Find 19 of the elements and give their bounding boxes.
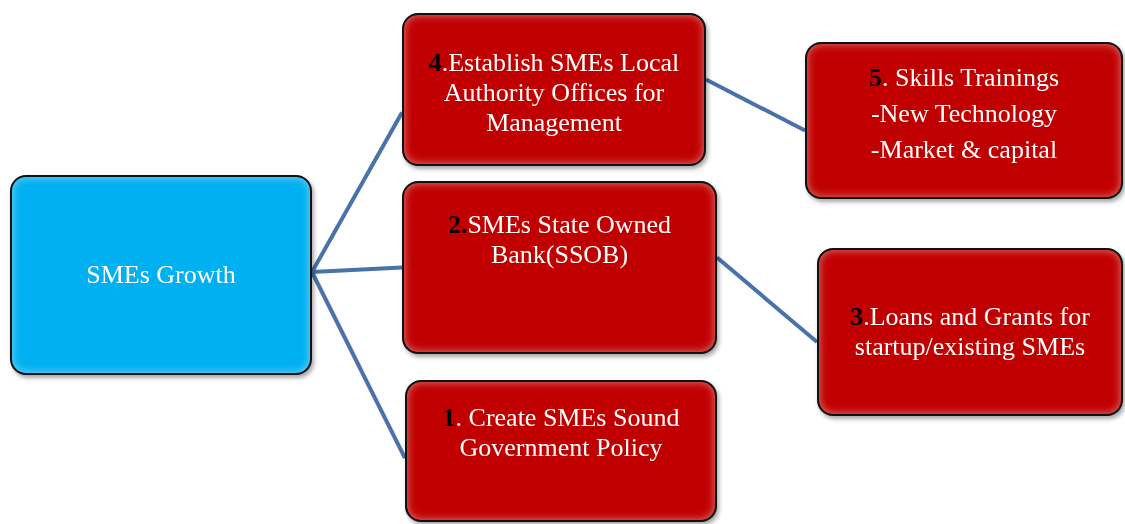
process-box — [817, 248, 1123, 416]
node-text: -Market & capital — [870, 134, 1058, 165]
node-text: 3.Loans and Grants for startup/existing SMEs — [849, 302, 1091, 362]
topic-box — [10, 175, 312, 375]
node-text: -New Technology — [870, 98, 1058, 129]
process-box — [402, 13, 706, 166]
process-box — [805, 42, 1123, 199]
connector-line — [310, 111, 404, 273]
connector-line — [311, 265, 403, 274]
node-text: 2.SMEs State Owned Bank(SSOB) — [446, 210, 673, 270]
node-text: 1. Create SMEs Sound Government Policy — [441, 403, 681, 463]
process-box — [405, 380, 717, 522]
node-text: 4.Establish SMEs Local Authority Offices for Management — [427, 48, 681, 138]
connector-line — [310, 271, 407, 459]
process-box — [402, 181, 717, 354]
node-text: 5. Skills Trainings — [869, 63, 1059, 93]
connector-line — [705, 77, 806, 133]
connector-line — [715, 255, 819, 344]
node-text: SMEs Growth — [86, 260, 236, 290]
